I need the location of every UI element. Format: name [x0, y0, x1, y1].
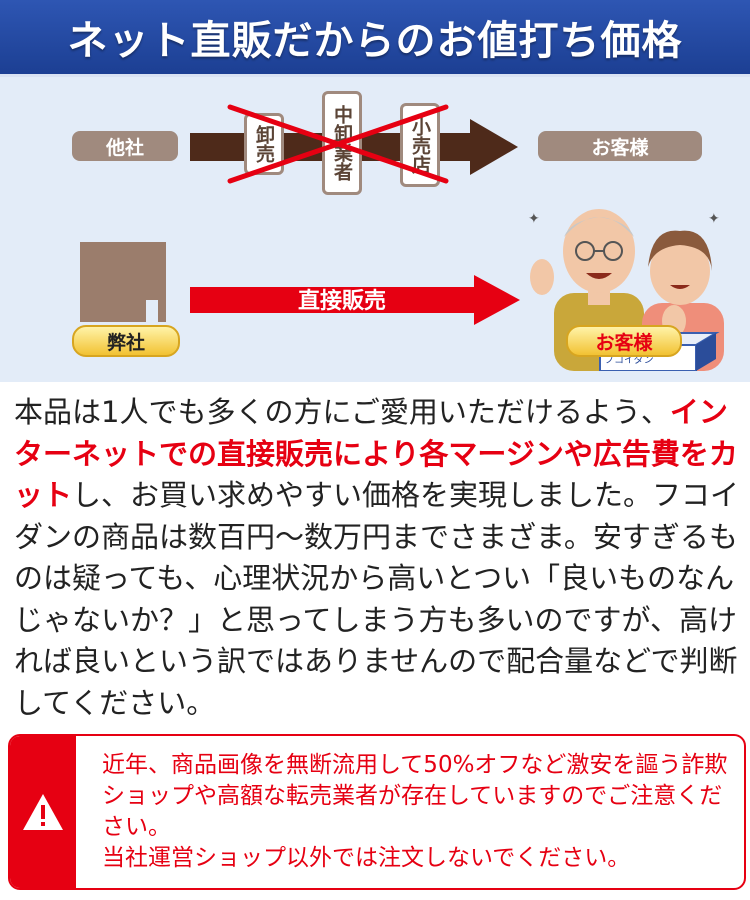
description-part-1: 本品は1人でも多くの方にご愛用いただけるよう、 — [14, 395, 670, 429]
warning-text: 近年、商品画像を無断流用して50%オフなど激安を謳う詐欺ショップや高額な転売業者… — [102, 750, 732, 874]
middleman-retail: 小売店 — [400, 103, 440, 187]
page-header: ネット直販だからのお値打ち価格 — [0, 0, 750, 77]
customer-label-top-text: お客様 — [591, 136, 649, 159]
description-part-2: し、お買い求めやすい価格を実現しました。フコイダンの商品は数百円～数万円までさま… — [14, 478, 740, 720]
warning-side-panel — [10, 736, 76, 888]
warning-text-1: 近年、商品画像を無断流用して50%オフなど激安を謳う詐欺ショップや高額な転売業者… — [102, 752, 728, 840]
svg-text:✦: ✦ — [708, 211, 720, 227]
others-label-text: 他社 — [105, 136, 144, 159]
customer-label-bottom: お客様 — [566, 325, 682, 357]
customer-label-top: お客様 — [538, 131, 702, 161]
page-title: ネット直販だからのお値打ち価格 — [67, 18, 683, 64]
direct-sales-label: 直接販売 — [297, 289, 386, 314]
description-paragraph: 本品は1人でも多くの方にご愛用いただけるよう、インターネットでの直接販売により各… — [14, 392, 740, 724]
building-icon — [80, 242, 166, 322]
cross-out-icon — [227, 104, 449, 184]
our-company-label-text: 弊社 — [106, 331, 145, 354]
middleman-intermediate: 中卸業者 — [322, 91, 362, 195]
middleman-retail-text: 小売店 — [409, 116, 431, 174]
warning-text-2: 当社運営ショップ以外では注文しないでください。 — [102, 845, 631, 871]
distribution-diagram: 他社 卸売 中卸業者 小売店 お客様 弊社 直接販売 — [0, 77, 750, 382]
svg-text:✦: ✦ — [528, 211, 540, 227]
warning-box: 近年、商品画像を無断流用して50%オフなど激安を謳う詐欺ショップや高額な転売業者… — [8, 734, 746, 890]
description-emphasis: インターネットでの直接販売により各マージンや広告費をカット — [14, 395, 738, 512]
our-company-label: 弊社 — [72, 325, 180, 357]
red-arrow — [190, 275, 520, 325]
customer-label-bottom-text: お客様 — [595, 331, 653, 354]
warning-icon — [23, 794, 63, 830]
middleman-wholesale-text: 卸売 — [253, 125, 275, 163]
others-label: 他社 — [72, 131, 178, 161]
